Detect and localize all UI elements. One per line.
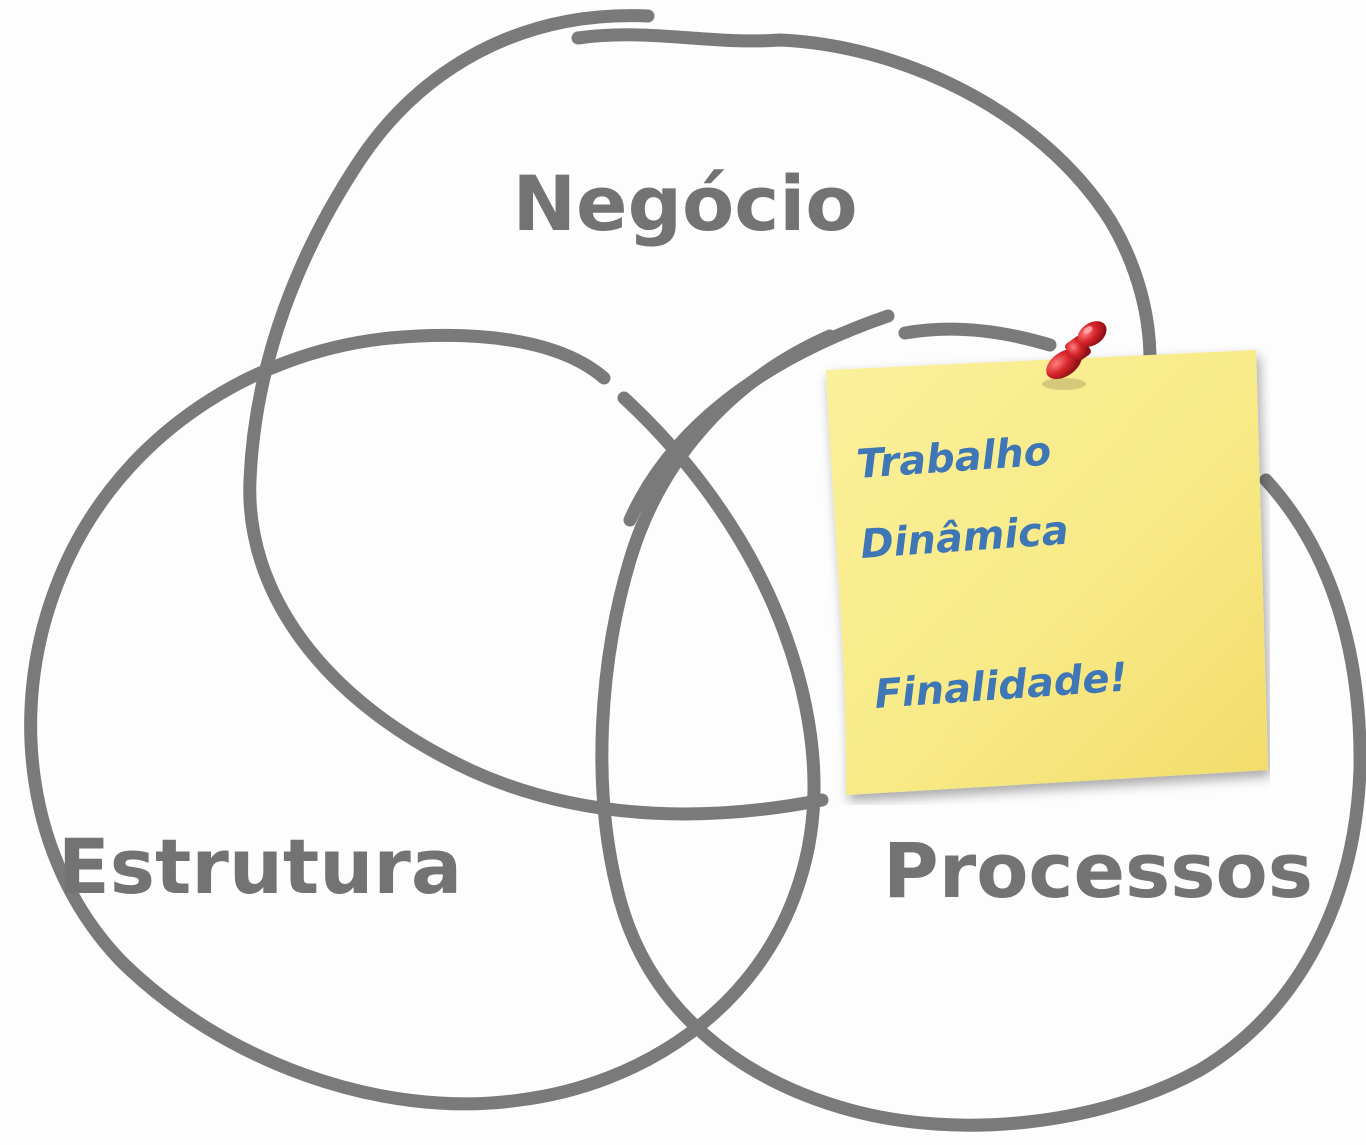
sticky-note: Trabalho Dinâmica Finalidade! [818,345,1270,805]
label-negocio: Negócio [512,159,857,248]
circle-estrutura [24,328,821,1111]
push-pin-icon [1042,321,1107,390]
sticky-note-paper [826,350,1268,795]
circle-processos [595,322,1366,1132]
label-processos: Processos [883,826,1313,915]
label-estrutura: Estrutura [58,822,462,911]
